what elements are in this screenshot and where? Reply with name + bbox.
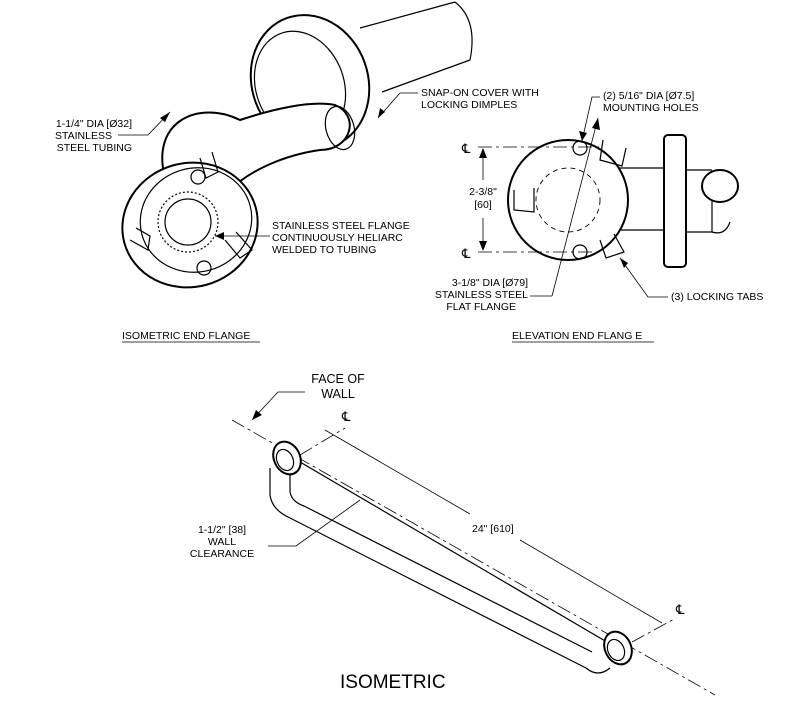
holes-arrow [579,131,587,141]
elevation-tab-right [599,233,625,259]
spacing-label-line1: 2-3/8" [469,186,497,198]
face-of-wall-line2: WALL [321,387,355,401]
centerline-symbol-top: ℄ [461,142,471,157]
diameter-leader [551,117,599,297]
face-of-wall-line1: FACE OF [311,372,365,386]
mounting-hole-top [190,169,206,185]
tubing-label-line3: STEEL TUBING [57,142,132,154]
end-flange-face [139,167,253,273]
isometric-grab-bar-view: ℄ ℄ 24" [610] 1-1/2" [38] WALL CLEARANCE… [190,372,716,696]
holes-label-line1: (2) 5/16" DIA [Ø7.5] [603,90,694,102]
diameter-arrow [592,118,600,130]
tube-bore [164,198,212,246]
locking-tab-right [224,231,253,259]
mounting-hole-bottom [196,260,212,276]
isometric-title: ISOMETRIC [340,672,446,693]
cover-label-line2: LOCKING DIMPLES [421,99,517,111]
flange-label-line3: WELDED TO TUBING [272,244,376,256]
end-flange-body [121,161,259,289]
cover-arrow [378,108,385,118]
clearance-label-line1: 1-1/2" [38] [198,524,246,536]
bar-centerline-right [631,617,677,643]
elevation-end-flange-title: ELEVATION END FLANG E [512,330,642,342]
weld-bead [157,191,219,253]
isometric-end-flange-title: ISOMETRIC END FLANGE [122,330,250,342]
flange-dia-label-line2: STAINLESS STEEL [435,289,528,301]
elevation-tab-top [599,139,627,167]
holes-leader [581,96,600,142]
clearance-leader [268,499,361,547]
elevation-end-flange-view: ℄ ℄ 2-3/8" [60] (2) 5/16" DIA [Ø7.5] MOU… [435,90,763,343]
elevation-flange-disc [507,139,629,261]
tubing-arrow [160,112,170,122]
tube-return-end [701,169,739,203]
face-of-wall-leader [251,391,305,421]
right-flange-inner [606,638,626,662]
left-flange-inner [275,448,295,472]
bar-centerline-left [299,427,346,456]
tube-back-end [454,1,473,61]
bar-outer-edge-a [269,468,587,669]
centerline-symbol-bottom: ℄ [461,247,471,262]
cover-label-line1: SNAP-ON COVER WITH [421,87,539,99]
right-flange [603,630,633,666]
bar-inner-edge [282,461,613,646]
flange-dia-label-line3: FLAT FLANGE [446,301,516,313]
locking-tabs-label: (3) LOCKING TABS [671,291,763,303]
holes-label-line2: MOUNTING HOLES [603,102,699,114]
tubing-label-line2: STAINLESS [55,130,112,142]
left-flange [272,440,302,476]
clearance-label-line2: WALL [208,536,236,548]
flange-arrow [215,232,224,240]
tube-cover-entry [324,105,356,151]
length-dim-line-lower [519,539,663,624]
tabs-leader [619,257,668,298]
bar-end-curve [585,667,611,674]
locking-tab-top [199,151,219,179]
flange-label-line2: CONTINUOUSLY HELIARC [272,232,403,244]
cover-leader [377,92,418,119]
isometric-end-flange-view: 1-1/4" DIA [Ø32] STAINLESS STEEL TUBING … [55,1,539,343]
tube-return-curve [711,200,731,234]
tube-back-top-edge [359,1,456,29]
hidden-tube-bore [535,167,601,233]
elevation-tab-left [513,188,535,213]
locking-tab-left [129,227,151,251]
length-dim-line-upper [324,429,471,515]
flange-dia-label-line1: 3-1/8" DIA [Ø79] [452,277,528,289]
tube-back-bottom-edge [381,59,471,93]
centerline-symbol-left: ℄ [341,410,351,425]
dim-arrow-down [479,241,487,251]
clearance-label-line3: CLEARANCE [190,548,254,560]
face-of-wall-line [231,419,716,696]
elevation-hole-top [572,140,588,156]
centerline-symbol-right: ℄ [675,603,685,618]
flange-label-line1: STAINLESS STEEL FLANGE [272,220,410,232]
dim-arrow-up [479,148,487,158]
bar-outer-edge-b [289,468,593,653]
tubing-label-line1: 1-1/4" DIA [Ø32] [56,118,132,130]
wall-plate-side [663,134,687,268]
spacing-label-line2: [60] [474,199,492,211]
tabs-arrow [620,258,628,268]
face-of-wall-arrow [252,410,262,420]
length-label: 24" [610] [472,523,514,535]
plate-tube-stub [686,169,712,233]
